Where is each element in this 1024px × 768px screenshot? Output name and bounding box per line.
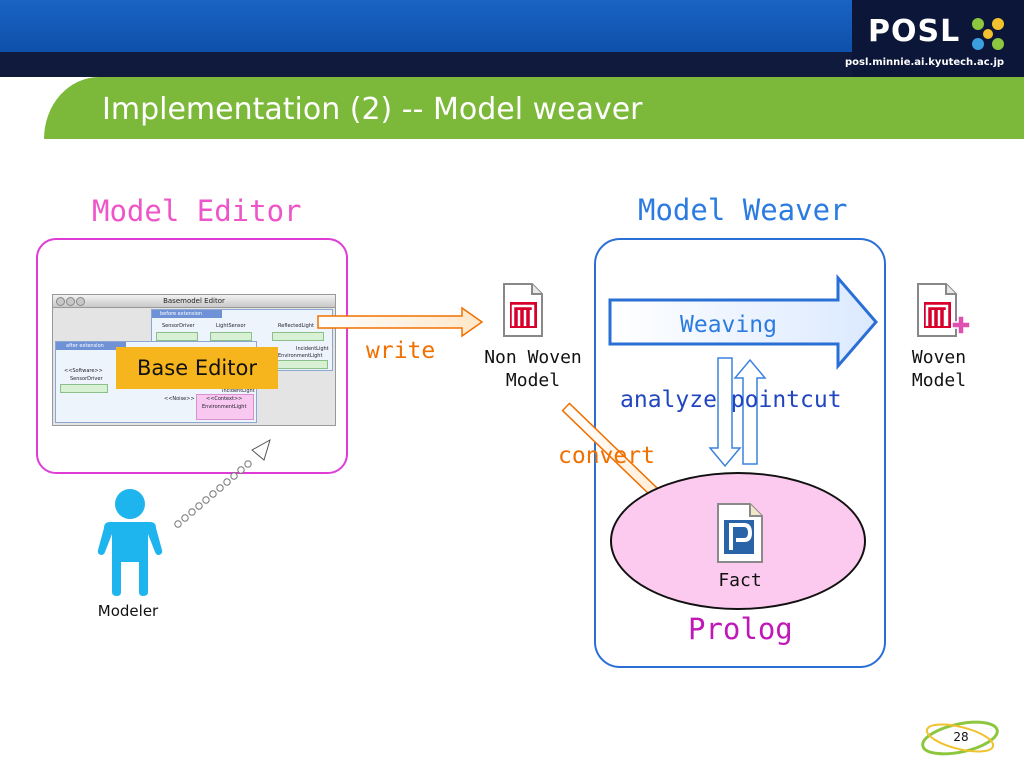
model-weaver-title: Model Weaver	[638, 193, 848, 227]
non-woven-model-file-icon	[503, 283, 543, 337]
posl-logo-text: POSL	[868, 14, 961, 49]
non-woven-model-label: Non Woven Model	[478, 346, 588, 392]
pointcut-up-arrow	[733, 358, 767, 465]
page-number: 28	[953, 730, 969, 744]
editor-screenshot: Basemodel Editor before extension Sensor…	[52, 294, 336, 426]
convert-label: convert	[558, 443, 655, 469]
weaving-label: Weaving	[680, 312, 777, 338]
window-zoom-icon	[76, 297, 85, 306]
logo-box	[852, 0, 1024, 77]
model-editor-box	[36, 238, 348, 474]
screenshot-window-title: Basemodel Editor	[53, 295, 335, 308]
modeler-person-icon	[97, 489, 163, 596]
item-sensordriver: SensorDriver	[162, 323, 195, 329]
weaving-arrow	[608, 273, 878, 371]
header-blue-bar	[0, 0, 852, 55]
model-weaver-box	[594, 238, 886, 668]
item-incidentlight-2: IncidentLight	[222, 388, 255, 394]
fact-file-icon	[717, 503, 763, 563]
screenshot-title-text: Basemodel Editor	[163, 297, 225, 305]
write-arrow	[317, 306, 484, 338]
analyze-pointcut-label: analyze pointcut	[620, 387, 842, 413]
before-panel-label: before extension	[160, 311, 203, 317]
title-green-bar	[44, 77, 1024, 139]
page-number-ornament-icon	[921, 720, 999, 756]
prolog-label: Prolog	[688, 612, 793, 646]
woven-model-label: Woven Model	[900, 346, 978, 392]
item-software-stereotype: <<Software>>	[64, 368, 103, 374]
item-sensordriver-2: SensorDriver	[70, 376, 103, 382]
window-minimize-icon	[66, 297, 75, 306]
item-context-stereotype: <<Context>>	[206, 396, 243, 402]
fact-label: Fact	[718, 570, 762, 591]
window-close-icon	[56, 297, 65, 306]
woven-model-file-icon	[917, 283, 971, 337]
woven-label-line2: Model	[911, 370, 967, 391]
non-woven-label-line2: Model	[505, 370, 561, 391]
modeler-chain	[174, 438, 271, 528]
pointcut-down-arrow	[708, 357, 742, 468]
model-editor-title: Model Editor	[92, 194, 302, 228]
posl-x-logo-icon	[972, 18, 1004, 50]
item-environmentlight-2: EnvironmentLight	[202, 404, 247, 410]
base-editor-label: Base Editor	[116, 347, 278, 389]
after-panel-label: after extension	[66, 343, 104, 349]
item-reflectedlight: ReflectedLight	[278, 323, 314, 329]
item-noise-stereotype: <<Noise>>	[164, 396, 195, 402]
non-woven-label-line1: Non Woven	[484, 347, 582, 368]
modeler-label: Modeler	[97, 602, 159, 620]
item-lightsensor: LightSensor	[216, 323, 246, 329]
item-incidentlight: IncidentLight	[296, 346, 329, 352]
write-label: write	[366, 338, 436, 364]
slide-title: Implementation (2) -- Model weaver	[102, 92, 643, 127]
logo-url: posl.minnie.ai.kyutech.ac.jp	[845, 57, 1005, 68]
woven-label-line1: Woven	[911, 347, 967, 368]
item-environmentlight: EnvironmentLight	[278, 353, 323, 359]
